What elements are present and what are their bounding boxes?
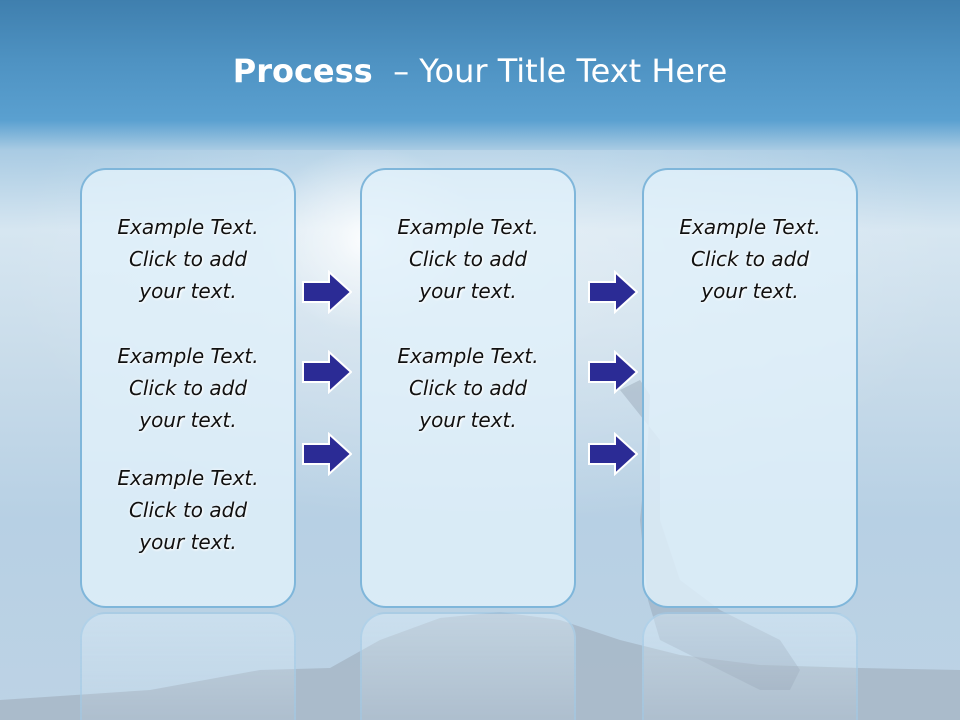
text-line: Click to add bbox=[408, 247, 528, 271]
text-line: Example Text. bbox=[397, 344, 539, 368]
text-line: your text. bbox=[139, 279, 237, 303]
text-line: Click to add bbox=[128, 376, 248, 400]
arrow-right-icon[interactable] bbox=[302, 270, 352, 314]
box-1-text-2[interactable]: Example Text. Click to add your text. bbox=[80, 340, 296, 436]
text-line: your text. bbox=[701, 279, 799, 303]
box-1-text-1[interactable]: Example Text. Click to add your text. bbox=[80, 211, 296, 307]
arrow-right-icon[interactable] bbox=[302, 432, 352, 476]
box-2-text-2[interactable]: Example Text. Click to add your text. bbox=[360, 340, 576, 436]
box-3-text-1[interactable]: Example Text. Click to add your text. bbox=[642, 211, 858, 307]
text-line: your text. bbox=[419, 279, 517, 303]
title-rest: – Your Title Text Here bbox=[393, 52, 728, 90]
arrow-right-icon[interactable] bbox=[588, 270, 638, 314]
text-line: Example Text. bbox=[679, 215, 821, 239]
text-line: your text. bbox=[139, 408, 237, 432]
arrow-right-icon[interactable] bbox=[588, 350, 638, 394]
process-box-2[interactable] bbox=[360, 168, 576, 608]
text-line: Example Text. bbox=[397, 215, 539, 239]
text-line: Example Text. bbox=[117, 344, 259, 368]
arrow-right-icon[interactable] bbox=[302, 350, 352, 394]
text-line: your text. bbox=[139, 530, 237, 554]
text-line: your text. bbox=[419, 408, 517, 432]
process-box-3[interactable] bbox=[642, 168, 858, 608]
process-box-1-reflection bbox=[80, 612, 296, 720]
text-line: Click to add bbox=[128, 498, 248, 522]
process-box-2-reflection bbox=[360, 612, 576, 720]
box-1-text-3[interactable]: Example Text. Click to add your text. bbox=[80, 462, 296, 558]
text-line: Click to add bbox=[128, 247, 248, 271]
slide-title[interactable]: Process – Your Title Text Here bbox=[0, 52, 960, 90]
title-bold: Process bbox=[232, 52, 373, 90]
text-line: Example Text. bbox=[117, 466, 259, 490]
process-box-3-reflection bbox=[642, 612, 858, 720]
text-line: Click to add bbox=[408, 376, 528, 400]
text-line: Example Text. bbox=[117, 215, 259, 239]
text-line: Click to add bbox=[690, 247, 810, 271]
arrow-right-icon[interactable] bbox=[588, 432, 638, 476]
box-2-text-1[interactable]: Example Text. Click to add your text. bbox=[360, 211, 576, 307]
process-box-1[interactable] bbox=[80, 168, 296, 608]
